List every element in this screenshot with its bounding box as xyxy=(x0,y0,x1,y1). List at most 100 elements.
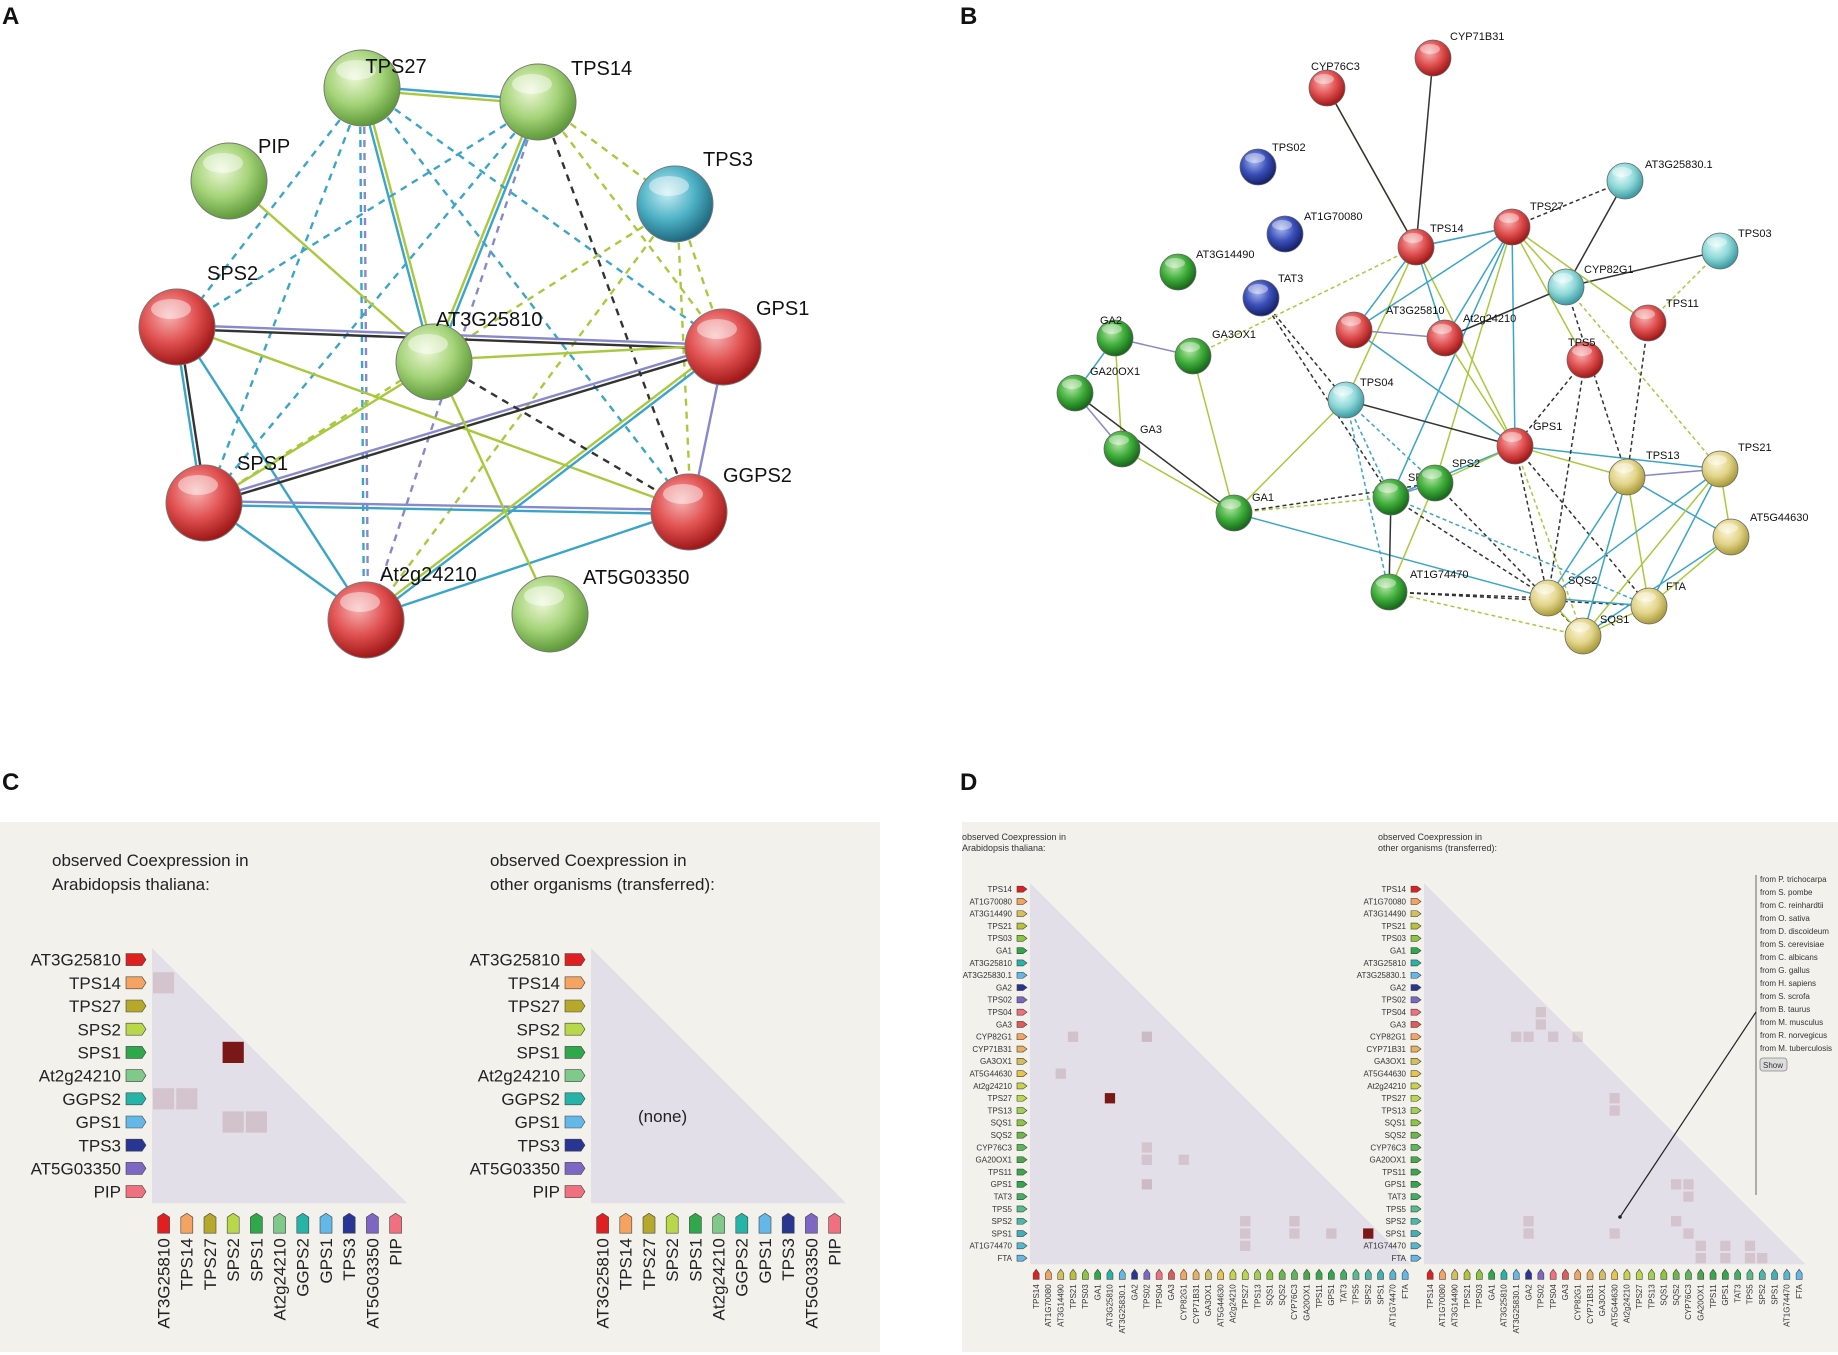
network-node-at3g25830-1[interactable]: AT3G25830.1 xyxy=(1606,159,1713,200)
node-label: TPS04 xyxy=(1360,377,1394,389)
row-label: GA1 xyxy=(1390,947,1407,956)
col-label: TPS3 xyxy=(340,1238,359,1281)
row-label: TPS04 xyxy=(1382,1008,1407,1017)
legend-item: from D. discoideum xyxy=(1760,927,1829,936)
row-label: GPS1 xyxy=(515,1113,560,1132)
c-left-title-1: observed Coexpression in xyxy=(52,851,249,870)
network-node-tps5[interactable]: TPS5 xyxy=(1566,337,1604,379)
network-edge xyxy=(434,359,691,512)
network-node-gps1[interactable]: GPS1 xyxy=(684,298,809,386)
row-arrow-icon xyxy=(1016,1070,1028,1077)
network-node-tps03[interactable]: TPS03 xyxy=(1701,228,1772,270)
row-label: FTA xyxy=(1391,1254,1406,1263)
network-edge xyxy=(203,343,723,503)
network-node-at3g25810[interactable]: AT3G25810 xyxy=(395,309,542,401)
row-label: GA3OX1 xyxy=(980,1057,1013,1066)
col-label: TPS14 xyxy=(1426,1284,1435,1309)
network-node-tps11[interactable]: TPS11 xyxy=(1629,298,1699,342)
network-node-cyp71b31[interactable]: CYP71B31 xyxy=(1414,31,1504,77)
network-node-ga2[interactable]: GA2 xyxy=(1096,315,1134,357)
row-label: AT5G03350 xyxy=(31,1160,121,1179)
col-arrow-icon xyxy=(1795,1268,1803,1280)
network-edge xyxy=(204,499,690,512)
network-edge xyxy=(1345,246,1417,401)
network-node-at2g24210[interactable]: At2g24210 xyxy=(327,564,477,659)
network-node-ga3ox1[interactable]: GA3OX1 xyxy=(1174,329,1256,375)
col-arrow-icon xyxy=(1106,1268,1114,1280)
node-highlight xyxy=(1102,324,1122,334)
network-node-fta[interactable]: FTA xyxy=(1630,581,1687,625)
network-node-tps14[interactable]: TPS14 xyxy=(499,58,632,141)
row-label: TPS3 xyxy=(517,1136,560,1155)
network-node-gps1[interactable]: GPS1 xyxy=(1496,421,1562,465)
network-node-tps27[interactable]: TPS27 xyxy=(1493,201,1564,246)
node-highlight xyxy=(1432,324,1452,334)
network-node-tps14[interactable]: TPS14 xyxy=(1397,223,1464,266)
node-highlight xyxy=(1420,44,1440,54)
row-label: TPS5 xyxy=(992,1205,1013,1214)
network-node-cyp82g1[interactable]: CYP82G1 xyxy=(1547,264,1634,306)
matrix-triangle xyxy=(152,948,408,1204)
node-highlight xyxy=(1314,74,1334,84)
network-edge xyxy=(1511,180,1626,228)
network-node-tps13[interactable]: TPS13 xyxy=(1608,450,1680,496)
row-arrow-icon xyxy=(1016,947,1028,954)
node-sphere xyxy=(323,49,401,127)
network-node-sqs2[interactable]: SQS2 xyxy=(1529,575,1597,617)
network-node-at1g70080[interactable]: AT1G70080 xyxy=(1266,211,1363,253)
col-arrow-icon xyxy=(1549,1268,1557,1280)
node-label: SPS2 xyxy=(207,263,258,285)
network-edge xyxy=(1547,359,1586,599)
network-node-pip[interactable]: PIP xyxy=(190,136,290,220)
node-highlight xyxy=(1378,483,1398,493)
network-node-ga3[interactable]: GA3 xyxy=(1103,424,1162,468)
col-label: AT3G25810 xyxy=(1500,1284,1509,1327)
row-arrow-icon xyxy=(1016,1119,1028,1127)
col-arrow-icon xyxy=(689,1212,702,1234)
col-label: SPS1 xyxy=(1770,1284,1779,1305)
network-node-at3g14490[interactable]: AT3G14490 xyxy=(1159,249,1255,291)
row-arrow-icon xyxy=(1016,922,1028,930)
network-node-cyp76c3[interactable]: CYP76C3 xyxy=(1308,61,1360,107)
network-edge xyxy=(1626,322,1649,478)
network-node-tat3[interactable]: TAT3 xyxy=(1242,273,1303,317)
row-arrow-icon xyxy=(1410,898,1422,905)
network-node-at2g24210[interactable]: At2g24210 xyxy=(1426,313,1516,357)
col-label: GA1 xyxy=(1487,1284,1496,1301)
network-node-at5g03350[interactable]: AT5G03350 xyxy=(511,567,689,653)
network-node-sqs1[interactable]: SQS1 xyxy=(1564,614,1629,655)
network-node-tps27[interactable]: TPS27 xyxy=(323,49,427,127)
row-arrow-icon xyxy=(125,1022,147,1036)
network-node-tps04[interactable]: TPS04 xyxy=(1327,377,1394,419)
row-label: AT5G44630 xyxy=(1363,1070,1406,1079)
network-node-ga1[interactable]: GA1 xyxy=(1215,492,1274,532)
network-node-sps2[interactable]: SPS2 xyxy=(138,263,258,366)
col-arrow-icon xyxy=(342,1212,356,1234)
col-label: AT5G44630 xyxy=(1216,1284,1225,1327)
network-node-tps3[interactable]: TPS3 xyxy=(636,149,753,243)
col-arrow-icon xyxy=(1118,1268,1126,1280)
network-edge xyxy=(1121,448,1235,514)
network-node-sps2[interactable]: SPS2 xyxy=(1416,458,1480,502)
network-node-tps21[interactable]: TPS21 xyxy=(1701,442,1772,488)
network-node-ga20ox1[interactable]: GA20OX1 xyxy=(1056,366,1140,412)
network-node-ggps2[interactable]: GGPS2 xyxy=(650,465,792,551)
network-node-sps1[interactable]: SPS1 xyxy=(165,453,288,542)
network-node-at1g74470[interactable]: AT1G74470 xyxy=(1370,569,1469,611)
node-sphere xyxy=(1327,381,1365,419)
network-node-at3g25810[interactable]: AT3G25810 xyxy=(1335,305,1445,349)
network-node-at5g44630[interactable]: AT5G44630 xyxy=(1712,512,1809,556)
network-edge xyxy=(1345,399,1516,447)
show-button[interactable]: Show xyxy=(1759,1057,1788,1072)
network-node-tps02[interactable]: TPS02 xyxy=(1239,142,1306,186)
node-highlight xyxy=(151,299,191,319)
col-label: At2g24210 xyxy=(1623,1284,1632,1323)
matrix-cell xyxy=(1141,1179,1152,1190)
col-label: PIP xyxy=(387,1238,406,1265)
d-right-title-1: observed Coexpression in xyxy=(1378,832,1482,842)
network-edge xyxy=(1582,476,1628,637)
matrix-cell xyxy=(1326,1228,1337,1239)
node-label: GPS1 xyxy=(756,298,809,320)
